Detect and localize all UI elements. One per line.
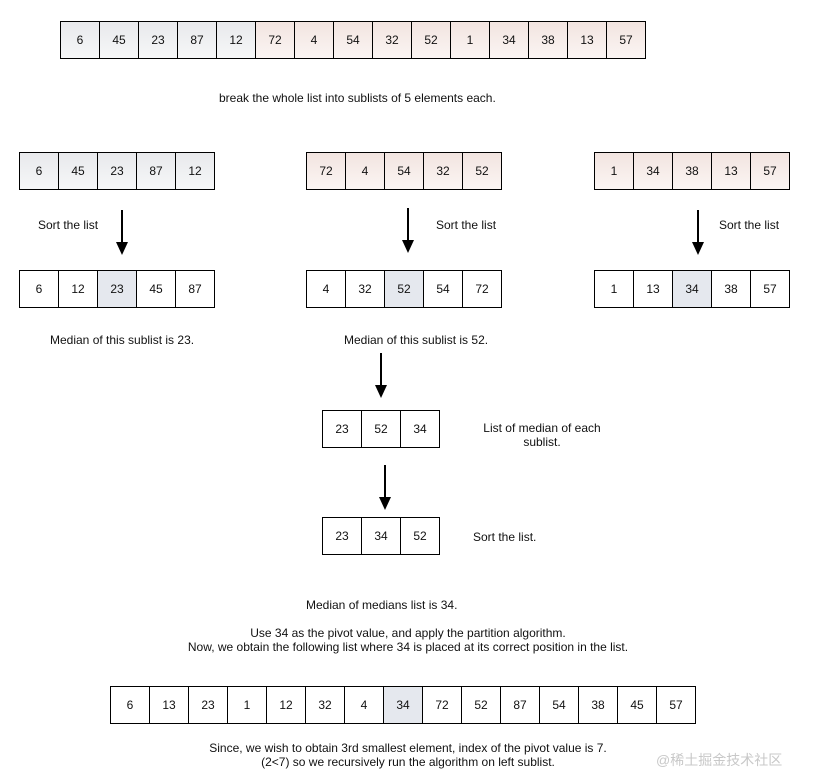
list-cell: 6: [19, 152, 59, 190]
partitioned-list: 6 13 23 1 12 32 4 34 72 52 87 54 38 45 5…: [110, 686, 696, 724]
watermark: @稀土掘金技术社区: [656, 752, 783, 768]
list-cell: 23: [322, 410, 362, 448]
sorted-medians-list: 23 34 52: [322, 517, 440, 555]
list-cell: 38: [672, 152, 712, 190]
list-cell: 1: [450, 21, 490, 59]
original-list: 6 45 23 87 12 72 4 54 32 52 1 34 38 13 5…: [60, 21, 646, 59]
down-arrow-icon: [692, 210, 704, 255]
median-cell: 52: [384, 270, 424, 308]
list-cell: 1: [594, 270, 634, 308]
list-cell: 54: [333, 21, 373, 59]
list-cell: 87: [500, 686, 540, 724]
list-cell: 38: [578, 686, 618, 724]
list-cell: 12: [266, 686, 306, 724]
medians-label-line-2: sublist.: [523, 435, 561, 449]
list-cell: 52: [361, 410, 401, 448]
list-cell: 4: [345, 152, 385, 190]
pivot-caption: Use 34 as the pivot value, and apply the…: [158, 626, 658, 654]
down-arrow-icon: [116, 210, 128, 255]
medians-label: List of median of each sublist.: [482, 421, 602, 449]
list-cell: 34: [400, 410, 440, 448]
list-cell: 32: [345, 270, 385, 308]
list-cell: 23: [188, 686, 228, 724]
list-cell: 1: [227, 686, 267, 724]
pivot-cell: 34: [383, 686, 423, 724]
list-cell: 54: [423, 270, 463, 308]
median-caption: Median of this sublist is 52.: [344, 333, 489, 347]
list-cell: 1: [594, 152, 634, 190]
pivot-caption-line-1: Use 34 as the pivot value, and apply the…: [250, 626, 566, 640]
sorted-medians-label: Sort the list.: [473, 530, 537, 544]
median-cell: 23: [97, 270, 137, 308]
list-cell: 32: [305, 686, 345, 724]
list-cell: 4: [344, 686, 384, 724]
final-caption-line-2: (2<7) so we recursively run the algorith…: [261, 755, 555, 769]
list-cell: 13: [711, 152, 751, 190]
list-cell: 34: [361, 517, 401, 555]
list-cell: 12: [58, 270, 98, 308]
list-cell: 45: [136, 270, 176, 308]
list-cell: 23: [322, 517, 362, 555]
list-cell: 72: [422, 686, 462, 724]
sublist-1-sorted: 6 12 23 45 87: [19, 270, 215, 308]
sublist-1-unsorted: 6 45 23 87 12: [19, 152, 215, 190]
median-of-medians-caption: Median of medians list is 34.: [306, 598, 458, 612]
list-cell: 52: [411, 21, 451, 59]
list-cell: 87: [136, 152, 176, 190]
list-cell: 12: [216, 21, 256, 59]
list-cell: 52: [461, 686, 501, 724]
list-cell: 57: [750, 270, 790, 308]
sort-label: Sort the list: [719, 218, 780, 232]
list-cell: 4: [294, 21, 334, 59]
sublist-2-unsorted: 72 4 54 32 52: [306, 152, 502, 190]
list-cell: 45: [58, 152, 98, 190]
list-cell: 57: [606, 21, 646, 59]
medians-label-line-1: List of median of each: [483, 421, 601, 435]
list-cell: 34: [633, 152, 673, 190]
down-arrow-icon: [375, 353, 387, 398]
list-cell: 54: [539, 686, 579, 724]
sort-label: Sort the list: [436, 218, 497, 232]
final-caption: Since, we wish to obtain 3rd smallest el…: [158, 741, 658, 769]
sort-label: Sort the list: [38, 218, 99, 232]
pivot-caption-line-2: Now, we obtain the following list where …: [187, 640, 629, 654]
list-cell: 6: [19, 270, 59, 308]
break-caption: break the whole list into sublists of 5 …: [219, 91, 496, 105]
medians-list: 23 52 34: [322, 410, 440, 448]
list-cell: 72: [462, 270, 502, 308]
list-cell: 57: [750, 152, 790, 190]
list-cell: 72: [255, 21, 295, 59]
median-caption: Median of this sublist is 23.: [50, 333, 195, 347]
down-arrow-icon: [402, 208, 414, 253]
list-cell: 54: [384, 152, 424, 190]
list-cell: 13: [149, 686, 189, 724]
list-cell: 23: [97, 152, 137, 190]
list-cell: 38: [711, 270, 751, 308]
median-cell: 34: [672, 270, 712, 308]
list-cell: 13: [567, 21, 607, 59]
list-cell: 38: [528, 21, 568, 59]
list-cell: 72: [306, 152, 346, 190]
list-cell: 52: [462, 152, 502, 190]
sublist-2-sorted: 4 32 52 54 72: [306, 270, 502, 308]
list-cell: 57: [656, 686, 696, 724]
list-cell: 32: [372, 21, 412, 59]
list-cell: 23: [138, 21, 178, 59]
list-cell: 6: [60, 21, 100, 59]
list-cell: 12: [175, 152, 215, 190]
sublist-3-unsorted: 1 34 38 13 57: [594, 152, 790, 190]
final-caption-line-1: Since, we wish to obtain 3rd smallest el…: [209, 741, 607, 755]
list-cell: 45: [617, 686, 657, 724]
sublist-3-sorted: 1 13 34 38 57: [594, 270, 790, 308]
list-cell: 6: [110, 686, 150, 724]
list-cell: 32: [423, 152, 463, 190]
down-arrow-icon: [379, 465, 391, 510]
list-cell: 87: [177, 21, 217, 59]
list-cell: 4: [306, 270, 346, 308]
list-cell: 45: [99, 21, 139, 59]
list-cell: 13: [633, 270, 673, 308]
list-cell: 34: [489, 21, 529, 59]
list-cell: 52: [400, 517, 440, 555]
list-cell: 87: [175, 270, 215, 308]
